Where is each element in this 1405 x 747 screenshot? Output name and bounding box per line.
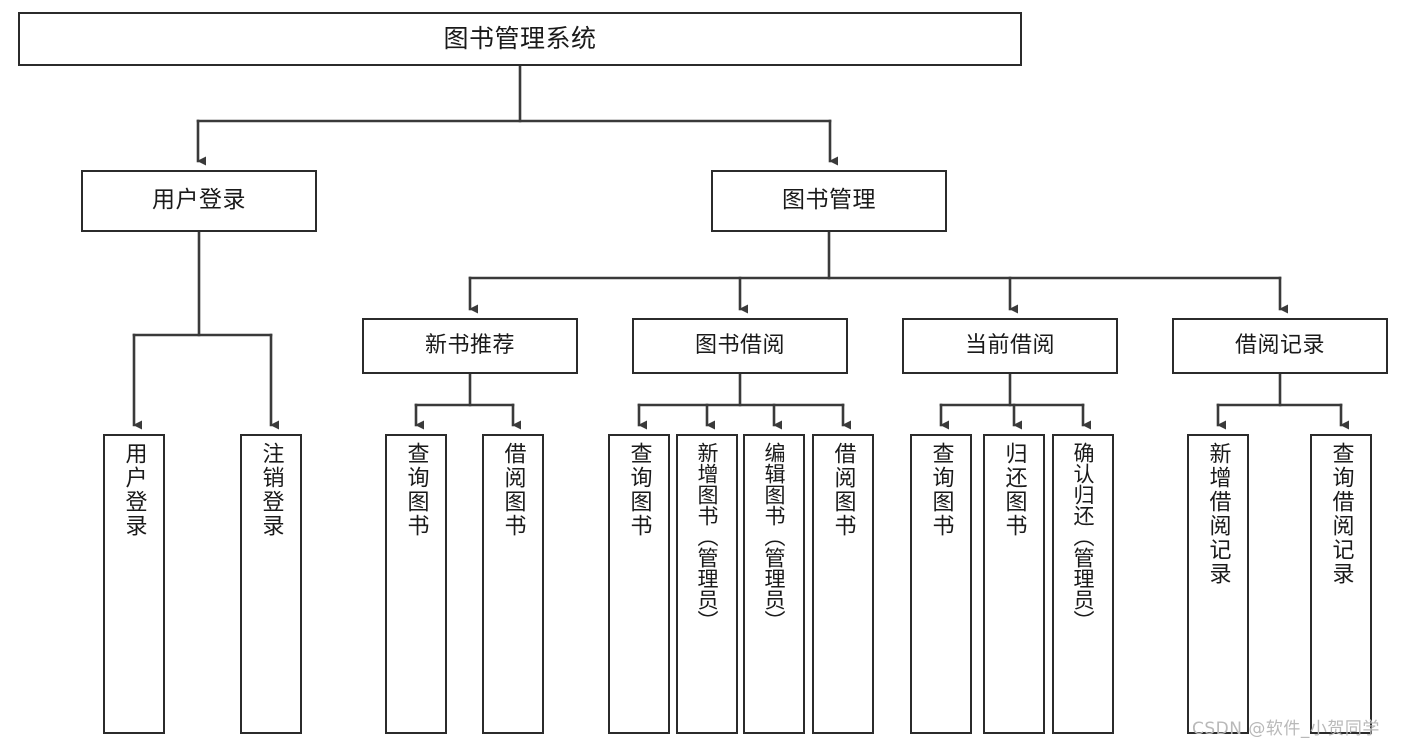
node-label: 确认归还（管理员） bbox=[1071, 442, 1096, 631]
leaf-user-logout[interactable]: 注销登录 bbox=[240, 434, 302, 734]
node-label: 借阅图书 bbox=[830, 442, 856, 538]
leaf-borrow-books-recommend[interactable]: 借阅图书 bbox=[482, 434, 544, 734]
node-label: 用户登录 bbox=[121, 442, 147, 538]
node-label: 用户登录 bbox=[152, 187, 246, 214]
node-book-borrow[interactable]: 图书借阅 bbox=[632, 318, 848, 374]
node-root-system[interactable]: 图书管理系统 bbox=[18, 12, 1022, 66]
edge-root-to-level2 bbox=[196, 64, 838, 166]
edge-bookmgmt-to-level3 bbox=[468, 230, 1288, 314]
node-label: 借阅记录 bbox=[1234, 332, 1325, 358]
node-label: 新增图书（管理员） bbox=[695, 442, 720, 631]
node-label: 查询图书 bbox=[403, 442, 429, 538]
csdn-watermark: CSDN @软件_小贺同学 bbox=[1192, 719, 1380, 739]
leaf-query-books-recommend[interactable]: 查询图书 bbox=[385, 434, 447, 734]
node-label: 编辑图书（管理员） bbox=[762, 442, 787, 631]
node-current-borrow[interactable]: 当前借阅 bbox=[902, 318, 1118, 374]
edge-userlogin-to-leaves bbox=[132, 230, 279, 430]
leaf-user-login[interactable]: 用户登录 bbox=[103, 434, 165, 734]
leaf-add-borrow-record[interactable]: 新增借阅记录 bbox=[1187, 434, 1249, 734]
node-label: 图书管理 bbox=[782, 187, 876, 214]
node-user-login[interactable]: 用户登录 bbox=[81, 170, 317, 232]
node-label: 当前借阅 bbox=[964, 332, 1055, 358]
leaf-add-book-admin[interactable]: 新增图书（管理员） bbox=[676, 434, 738, 734]
leaf-query-books-current[interactable]: 查询图书 bbox=[910, 434, 972, 734]
node-label: 查询借阅记录 bbox=[1328, 442, 1354, 586]
leaf-confirm-return-admin[interactable]: 确认归还（管理员） bbox=[1052, 434, 1114, 734]
node-borrow-record[interactable]: 借阅记录 bbox=[1172, 318, 1388, 374]
edge-borrow-to-leaves bbox=[637, 372, 851, 430]
node-label: 查询图书 bbox=[626, 442, 652, 538]
leaf-edit-book-admin[interactable]: 编辑图书（管理员） bbox=[743, 434, 805, 734]
node-label: 图书借阅 bbox=[694, 332, 785, 358]
node-label: 归还图书 bbox=[1001, 442, 1027, 538]
node-label: 注销登录 bbox=[258, 442, 284, 538]
node-label: 借阅图书 bbox=[500, 442, 526, 538]
edge-newbook-to-leaves bbox=[414, 372, 521, 430]
node-new-book-recommend[interactable]: 新书推荐 bbox=[362, 318, 578, 374]
leaf-query-books-borrow[interactable]: 查询图书 bbox=[608, 434, 670, 734]
node-label: 图书管理系统 bbox=[443, 24, 597, 53]
node-label: 新书推荐 bbox=[424, 332, 515, 358]
edge-current-to-leaves bbox=[939, 372, 1091, 430]
leaf-query-borrow-record[interactable]: 查询借阅记录 bbox=[1310, 434, 1372, 734]
node-book-management[interactable]: 图书管理 bbox=[711, 170, 947, 232]
node-label: 查询图书 bbox=[928, 442, 954, 538]
leaf-borrow-books[interactable]: 借阅图书 bbox=[812, 434, 874, 734]
edge-record-to-leaves bbox=[1216, 372, 1349, 430]
node-label: 新增借阅记录 bbox=[1205, 442, 1231, 586]
leaf-return-books[interactable]: 归还图书 bbox=[983, 434, 1045, 734]
